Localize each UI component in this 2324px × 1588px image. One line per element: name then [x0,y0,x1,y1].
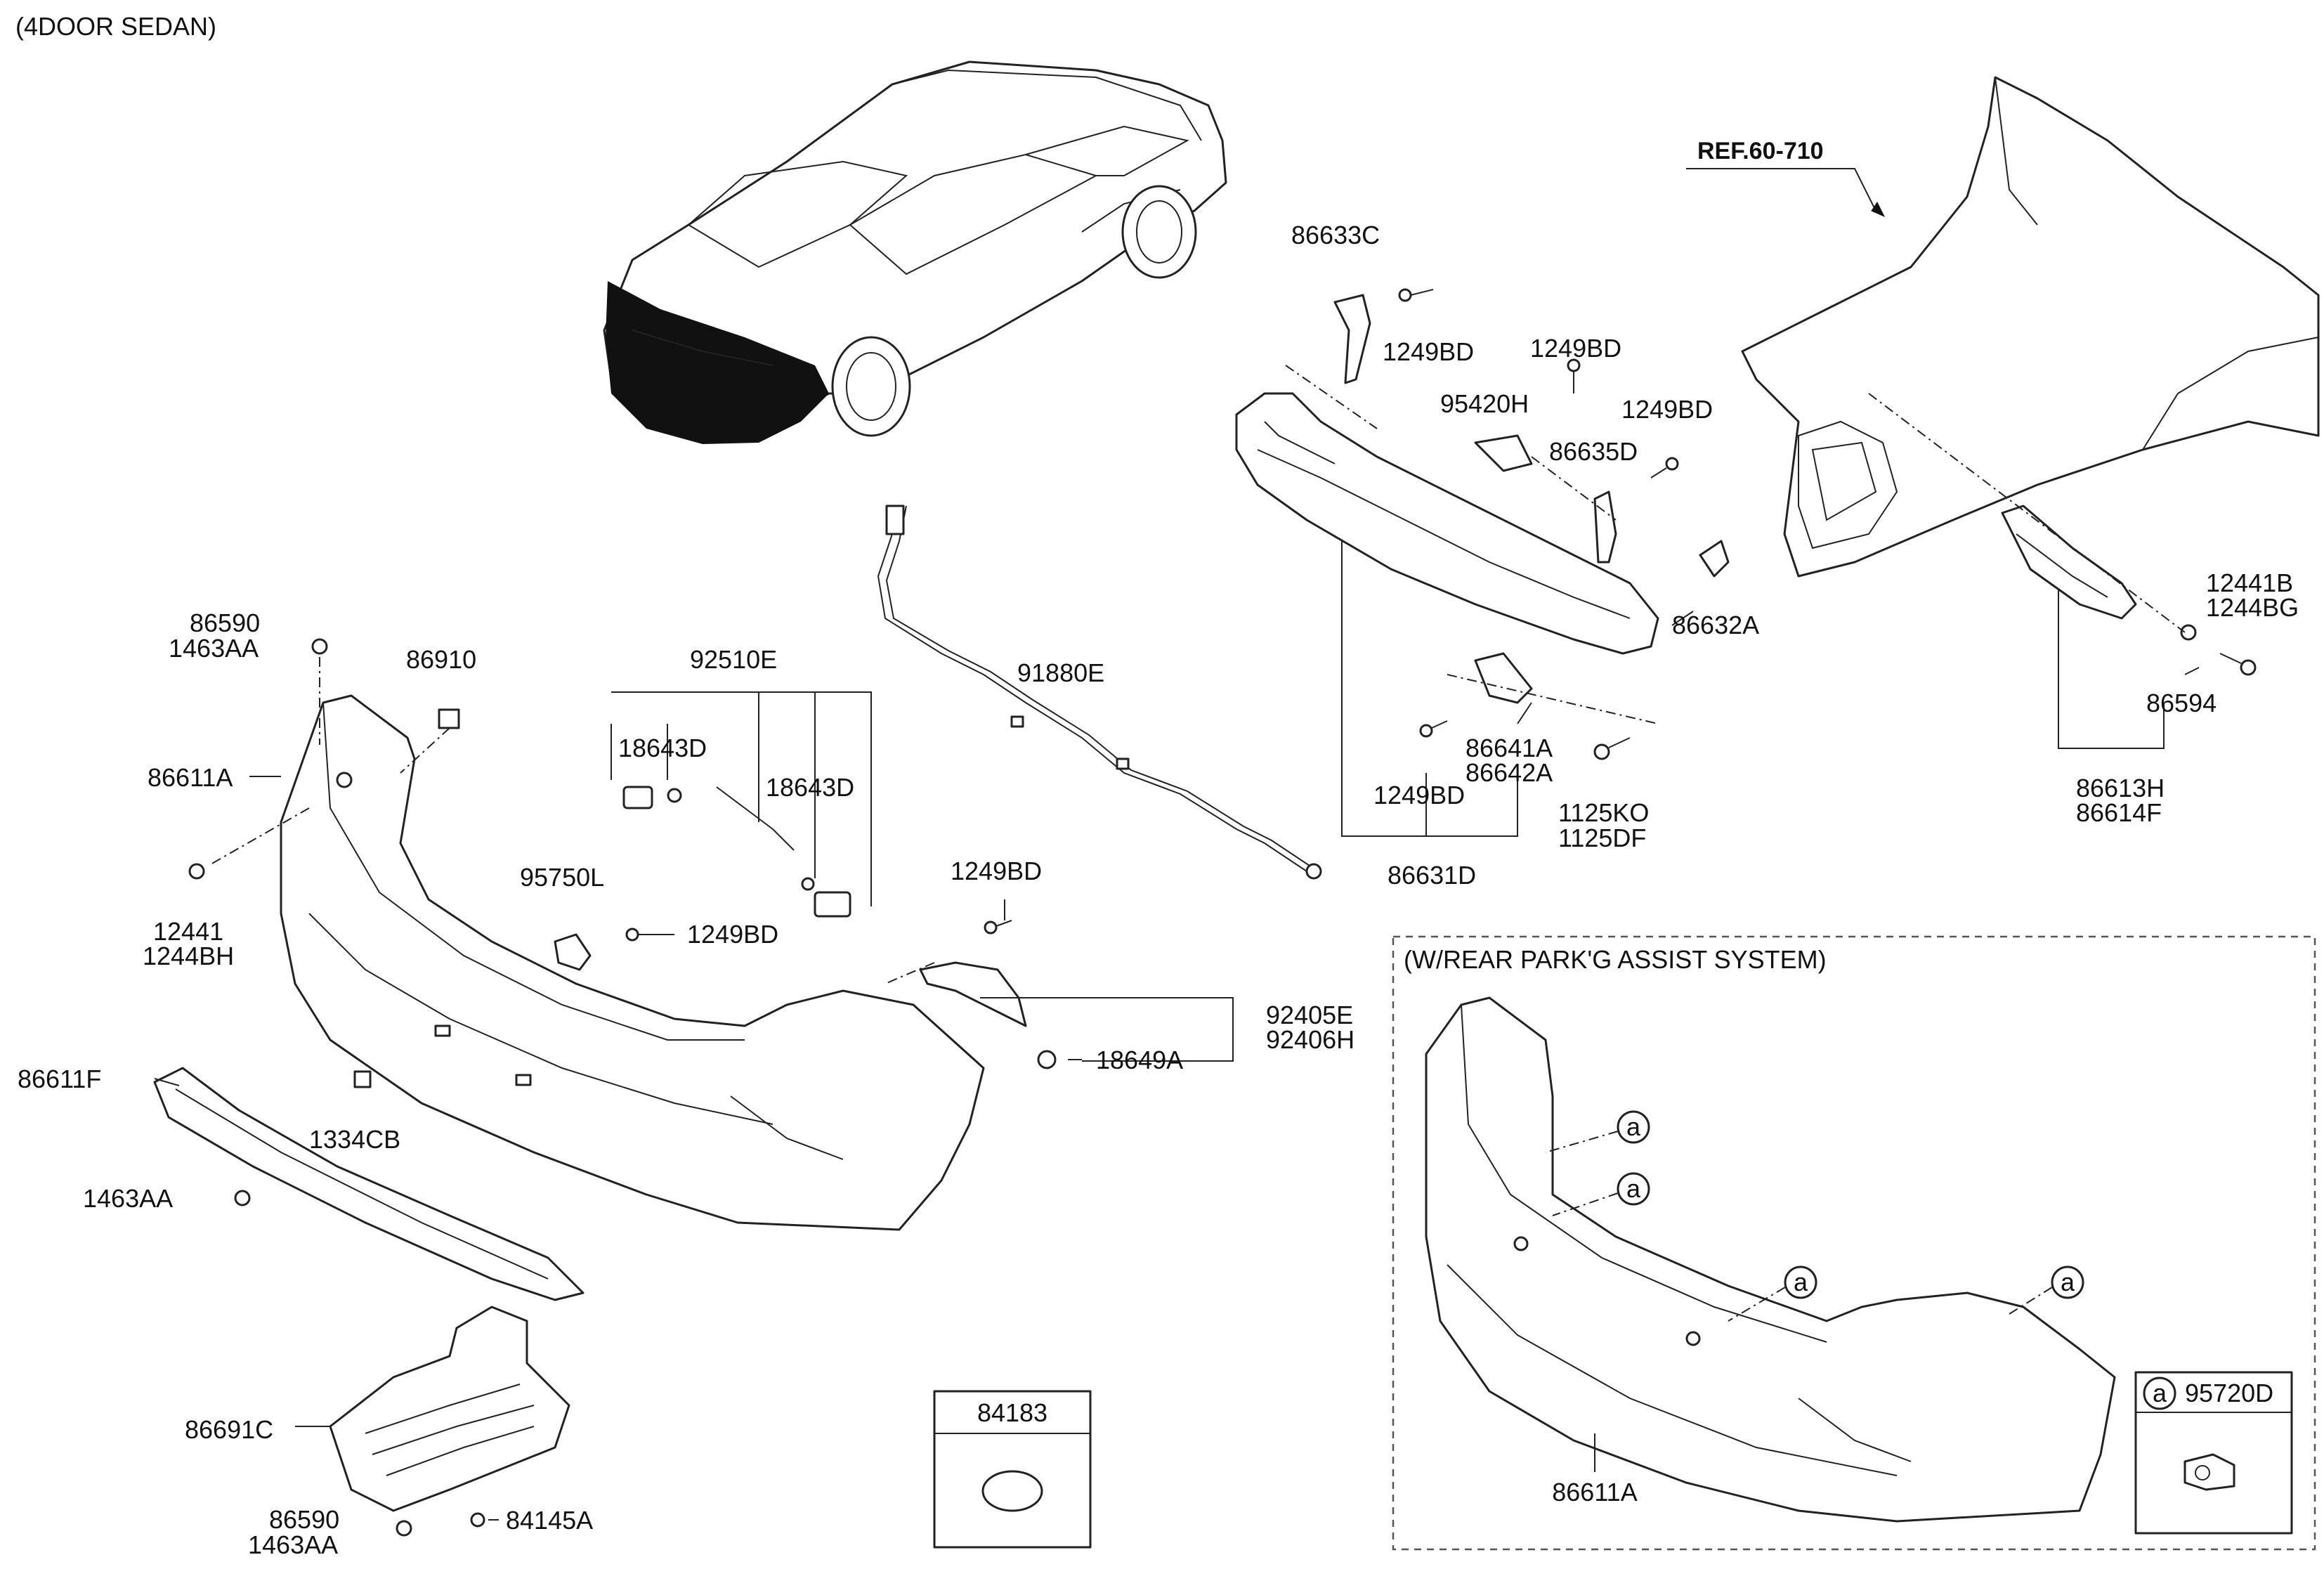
bracket-86641A [1474,652,1533,704]
label-86594: 86594 [2146,689,2217,717]
bracket-86613H [2001,505,2137,620]
inset-bumper-label: 86611A [1552,1478,1637,1506]
label-86590-b: 86590 [269,1505,339,1534]
diagram-title: (4DOOR SEDAN) [15,12,216,41]
lamp-housing-right [814,891,851,918]
label-86633C: 86633C [1291,221,1380,249]
label-1125DF: 1125DF [1558,824,1646,852]
callout-a-1: a [1626,1112,1641,1141]
label-92405E: 92405E [1266,1001,1353,1029]
callout-a-2: a [1626,1174,1641,1203]
car-illustration [603,60,1227,444]
label-84145A: 84145A [506,1506,593,1535]
label-1334CB: 1334CB [309,1125,400,1154]
part-box-84183: 84183 [933,1390,1092,1549]
label-18643D-b: 18643D [766,773,854,802]
lamp-housing-left [622,786,653,809]
label-1249BD-a: 1249BD [1383,337,1474,366]
label-92406H: 92406H [1266,1025,1354,1054]
label-1244BG: 1244BG [2206,593,2299,622]
part-labels: 86633C 1249BD 1249BD 95420H 1249BD 86635… [18,221,2299,1559]
label-18649A: 18649A [1096,1046,1183,1074]
bumper-beam [1235,288,2257,837]
label-1249BD-f: 1249BD [951,857,1042,885]
label-92510E: 92510E [690,645,777,674]
label-1244BH: 1244BH [143,942,234,970]
bracket-86635D [1593,490,1617,564]
plug-84183 [981,1470,1043,1512]
label-86611A: 86611A [148,763,233,792]
wiring-harness [877,505,1322,880]
fender-reference: REF.60-710 [1686,76,2320,578]
part-box-label: 84183 [977,1398,1047,1427]
inset-title: (W/REAR PARK'G ASSIST SYSTEM) [1404,945,1827,974]
label-86910: 86910 [406,645,476,674]
label-1125KO: 1125KO [1558,798,1649,827]
label-1249BD-e: 1249BD [687,920,778,949]
under-cover [329,1306,570,1512]
label-18643D-a: 18643D [618,734,707,762]
label-86590-a: 86590 [190,608,260,637]
label-86642A: 86642A [1465,758,1553,787]
label-86611F: 86611F [18,1065,101,1093]
bracket-86633C [1333,294,1371,384]
misc-small-parts [188,638,1234,1537]
label-95420H: 95420H [1440,389,1529,418]
label-86635D: 86635D [1549,437,1638,466]
park-assist-inset: (W/REAR PARK'G ASSIST SYSTEM) a a a a 86… [1392,935,2316,1551]
rear-bumper-cover [280,694,985,1231]
sensor-box: a 95720D [2134,1371,2293,1535]
label-95750L: 95750L [520,863,604,892]
callout-a-4: a [2061,1268,2075,1296]
sensor-label: 95720D [2185,1379,2273,1407]
license-lamp-group [611,691,872,918]
cap-86632A [1699,540,1730,578]
label-91880E: 91880E [1017,658,1104,687]
ref-label: REF.60-710 [1697,138,1824,164]
bracket-95420H [1474,434,1533,472]
label-1463AA-c: 1463AA [248,1530,338,1559]
label-86641A: 86641A [1465,734,1553,762]
label-1249BD-d: 1249BD [1373,781,1465,809]
label-1463AA-a: 1463AA [169,634,259,663]
label-12441B: 12441B [2206,568,2293,597]
callout-a-3: a [1794,1268,1808,1296]
label-86632A: 86632A [1672,611,1759,639]
label-86613H: 86613H [2076,774,2165,802]
label-leaders [154,611,2200,1521]
label-86691C: 86691C [185,1415,273,1444]
label-86614F: 86614F [2076,798,2162,827]
label-1249BD-b: 1249BD [1530,334,1621,363]
sensor-callout: a [2153,1379,2167,1407]
label-12441: 12441 [153,917,223,946]
label-1463AA-b: 1463AA [83,1184,173,1213]
label-1249BD-c: 1249BD [1621,395,1713,424]
label-86631D: 86631D [1388,861,1476,890]
lower-trim [153,1067,585,1301]
